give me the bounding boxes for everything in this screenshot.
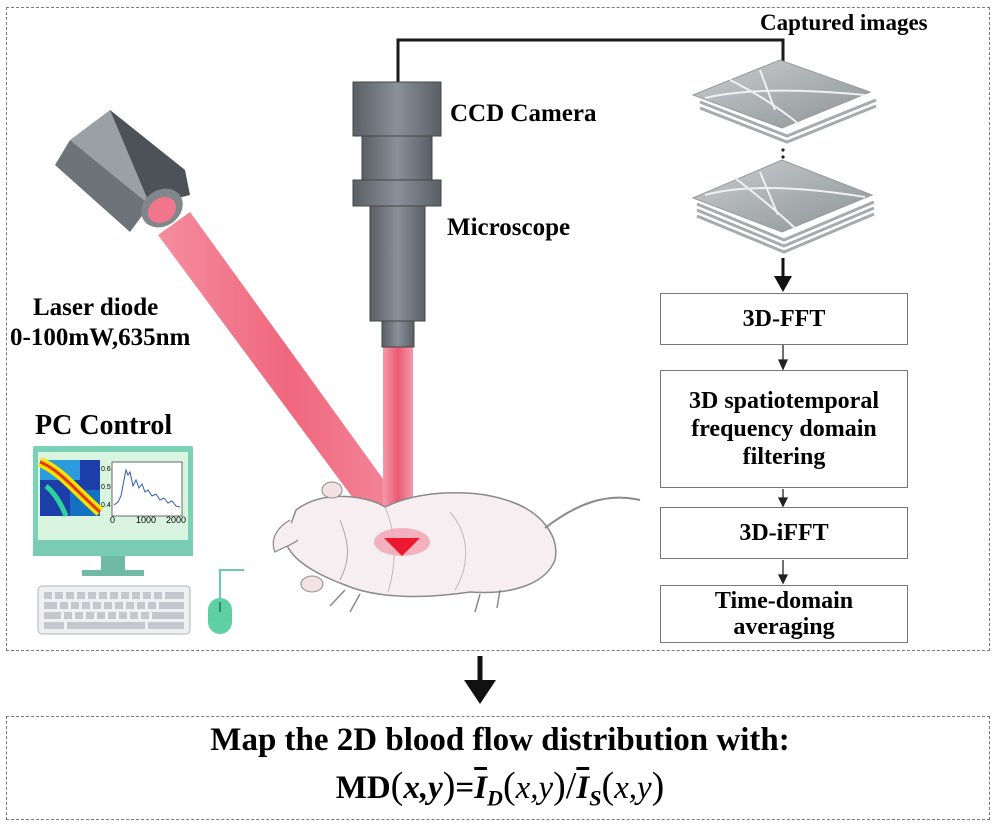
ccd-camera-label: CCD Camera <box>450 100 597 127</box>
laser-beam <box>158 212 420 548</box>
plot-tick-x-1: 1000 <box>136 515 157 525</box>
formula-args-3: x,y <box>614 770 652 806</box>
pipeline-step-3d-fft: 3D-FFT <box>660 293 908 345</box>
computer-mouse-icon <box>208 598 232 634</box>
formula-paren: ) <box>442 765 456 807</box>
plot-tick-y-0: 0.6 <box>101 466 111 473</box>
formula-args-2: x,y <box>515 770 554 806</box>
microscope-label: Microscope <box>447 214 571 241</box>
pipeline-step-lines: 3D spatiotemporal frequency domain filte… <box>689 387 879 471</box>
plot-tick-y-2: 0.4 <box>101 502 111 509</box>
result-formula: MD(x,y)=ID(x,y)/IS(x,y) <box>0 764 1000 812</box>
pc-control-label: PC Control <box>35 410 173 441</box>
pipeline-step-text: 3D-FFT <box>742 306 826 332</box>
laser-spec-label: 0-100mW,635nm <box>10 324 191 351</box>
formula-paren: ( <box>502 765 516 807</box>
microscope-icon <box>352 179 442 348</box>
camera-cable <box>396 38 785 82</box>
mouse-cable <box>219 569 244 600</box>
pipeline-step-text: 3D-iFFT <box>739 520 829 546</box>
pipeline-arrows <box>777 344 789 585</box>
formula-i: I <box>576 770 590 806</box>
pipeline-step-text: frequency domain <box>691 416 877 442</box>
laser-spot-icon <box>384 538 420 556</box>
result-frame <box>6 716 990 820</box>
keyboard-icon <box>37 585 191 635</box>
result-title: Map the 2D blood flow distribution with: <box>210 722 790 758</box>
plot-inset <box>111 461 183 517</box>
formula-i-d: I <box>474 770 487 806</box>
formula-i-s: I <box>576 770 589 806</box>
formula-paren: ) <box>651 765 665 807</box>
pipeline-step-filtering: 3D spatiotemporal frequency domain filte… <box>660 370 908 488</box>
pipeline-step-text: averaging <box>733 614 835 640</box>
pipeline-step-3d-ifft: 3D-iFFT <box>660 507 908 559</box>
formula-slash: / <box>565 765 577 807</box>
result-arrow-icon <box>464 680 496 704</box>
pipeline-step-text: Time-domain <box>714 588 854 614</box>
formula-eq: = <box>455 770 475 806</box>
pipeline-step-text: 3D spatiotemporal <box>689 388 879 414</box>
pipeline-step-text: filtering <box>742 444 826 470</box>
arrow-down-icon <box>774 276 792 292</box>
captured-images-stack-bottom <box>691 159 875 254</box>
pipeline-step-averaging: Time-domain averaging <box>660 585 908 643</box>
ccd-camera-icon <box>352 81 442 181</box>
formula-args: x,y <box>403 770 443 806</box>
formula-sub-s: S <box>589 785 602 811</box>
formula-paren: ( <box>601 765 615 807</box>
formula-lhs: MD <box>335 770 391 806</box>
laser-diode-icon <box>55 110 190 232</box>
plot-tick-y-1: 0.5 <box>101 484 111 491</box>
pipeline-step-lines: Time-domain averaging <box>715 588 853 640</box>
heatmap-inset <box>37 457 104 517</box>
setup-frame <box>6 7 990 651</box>
formula-i: I <box>474 770 488 806</box>
formula-paren: ( <box>390 765 404 807</box>
formula-sub-d: D <box>487 785 503 811</box>
plot-tick-x-0: 0 <box>110 515 116 525</box>
captured-images-label: Captured images <box>760 10 928 35</box>
plot-tick-x-2: 2000 <box>166 515 187 525</box>
captured-images-stack-top <box>691 59 877 144</box>
mouse-animal-icon <box>272 481 641 613</box>
laser-diode-label: Laser diode <box>33 294 159 321</box>
formula-paren: ) <box>553 765 566 807</box>
